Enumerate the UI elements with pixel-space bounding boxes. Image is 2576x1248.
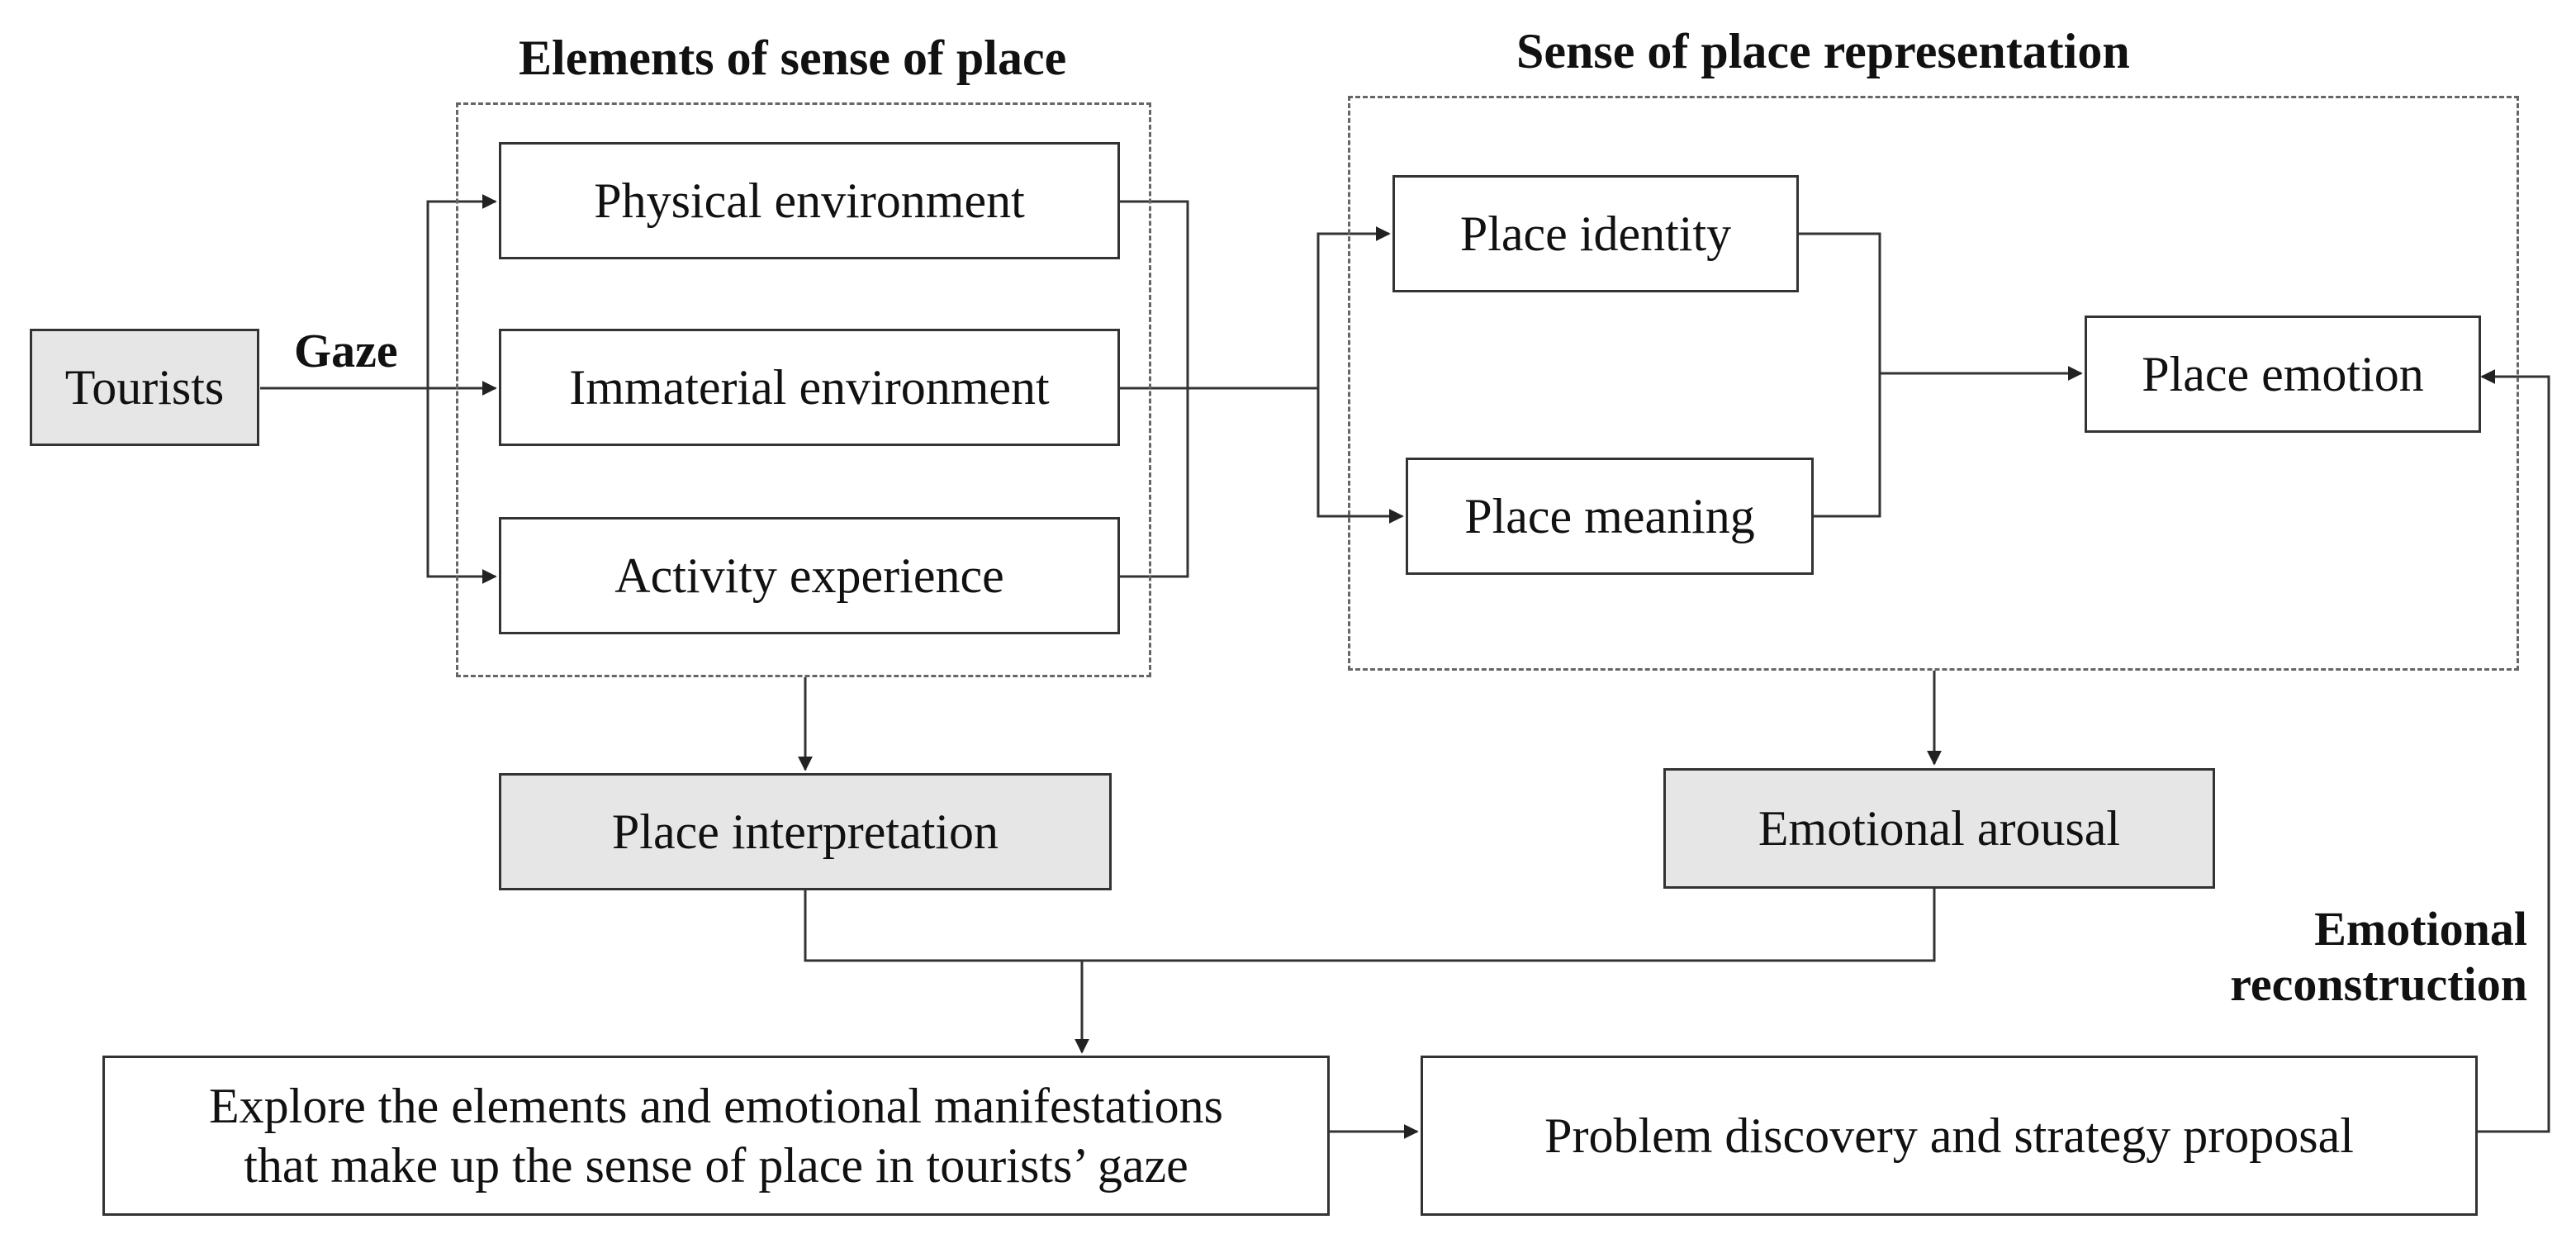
explore-line-1: Explore the elements and emotional manif… <box>209 1079 1223 1133</box>
edge-tourists-to-physical <box>426 194 497 388</box>
emotional-reconstruction-label: Emotional reconstruction <box>2164 902 2527 1012</box>
place-interpretation-box: Place interpretation <box>499 773 1112 890</box>
emotional-arousal-box: Emotional arousal <box>1663 768 2215 889</box>
gaze-label: Gaze <box>294 324 398 377</box>
tourists-box: Tourists <box>30 329 259 446</box>
physical-environment-box: Physical environment <box>499 142 1120 259</box>
place-meaning-box: Place meaning <box>1406 458 1814 575</box>
activity-experience-box: Activity experience <box>499 517 1120 634</box>
place-identity-box: Place identity <box>1392 175 1799 292</box>
edge-to-place-identity <box>1316 226 1391 388</box>
immaterial-environment-box: Immaterial environment <box>499 329 1120 446</box>
emotional-reconstruction-line-2: reconstruction <box>2230 956 2527 1011</box>
explore-line-2: that make up the sense of place in touri… <box>244 1138 1188 1193</box>
representation-header: Sense of place representation <box>1516 24 2130 78</box>
elements-group <box>456 102 1151 677</box>
edge-representation-bracket <box>1799 232 1881 518</box>
edge-tourists-to-activity <box>426 388 497 584</box>
representation-group <box>1348 96 2519 671</box>
emotional-reconstruction-line-1: Emotional <box>2314 902 2527 956</box>
edge-merge-bracket <box>804 888 1936 962</box>
edge-to-place-meaning <box>1316 388 1404 524</box>
elements-header: Elements of sense of place <box>519 31 1067 85</box>
explore-box: Explore the elements and emotional manif… <box>102 1056 1330 1216</box>
problem-discovery-box: Problem discovery and strategy proposal <box>1421 1056 2478 1216</box>
edge-emotional-reconstruction <box>2476 369 2550 1133</box>
place-emotion-box: Place emotion <box>2085 316 2481 433</box>
